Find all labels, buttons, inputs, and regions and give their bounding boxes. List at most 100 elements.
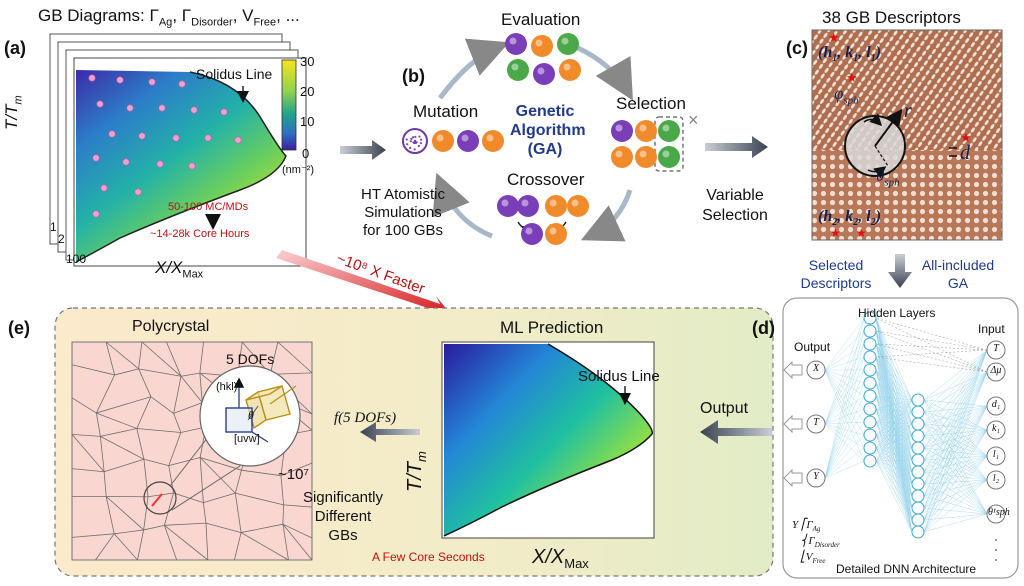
ga-ball bbox=[507, 59, 529, 81]
arrow-b-to-c bbox=[705, 136, 768, 158]
r-label: r bbox=[904, 100, 912, 122]
count-label: ~10⁷ bbox=[278, 466, 309, 483]
sample-dot bbox=[122, 158, 130, 166]
panel-a-title: GB Diagrams: ΓAg, ΓDisorder, VFree, ... bbox=[38, 6, 300, 29]
hidden-node bbox=[911, 453, 925, 467]
panel-b-cycle bbox=[432, 38, 684, 242]
sample-dot bbox=[234, 136, 242, 144]
input-node bbox=[986, 362, 1006, 382]
arrow-ml-to-e bbox=[360, 422, 420, 442]
colorbar-tick-20: 20 bbox=[300, 84, 315, 99]
hidden-node bbox=[911, 405, 925, 419]
input-node-label: d₁ bbox=[991, 399, 1001, 410]
mutation-label: Mutation bbox=[413, 102, 479, 121]
ml-prediction-plot bbox=[441, 341, 655, 539]
output-node bbox=[806, 468, 826, 488]
hkl2-label: (h2, k2, l2) bbox=[818, 208, 882, 229]
hidden-node bbox=[863, 454, 877, 468]
dof-cube bbox=[225, 377, 297, 443]
input-node bbox=[986, 504, 1006, 524]
output-node-label: X bbox=[812, 363, 820, 374]
hidden-node bbox=[863, 415, 877, 429]
hidden-node bbox=[863, 363, 877, 377]
sample-dot bbox=[158, 104, 166, 112]
few-core-seconds-label: A Few Core Seconds bbox=[372, 550, 485, 564]
sample-dot bbox=[88, 74, 96, 82]
sample-dot bbox=[96, 100, 104, 108]
sample-dot bbox=[148, 78, 156, 86]
y-definition: Y ⎡ΓAg ⎨ΓDisorder ⎣VFree bbox=[792, 519, 840, 566]
hidden-node bbox=[911, 513, 925, 527]
ga-ball bbox=[505, 33, 527, 55]
phase-diagram-region bbox=[76, 70, 286, 262]
solidus-line-label: Solidus Line bbox=[196, 66, 273, 82]
core-hours-label: ~14-28k Core Hours bbox=[150, 228, 250, 240]
d-label: d bbox=[960, 142, 970, 164]
sample-dot bbox=[116, 76, 124, 84]
ml-xlabel: X/XMax bbox=[532, 546, 589, 571]
ga-ball bbox=[658, 146, 680, 168]
dnn-footer-label: Detailed DNN Architecture bbox=[836, 562, 977, 576]
hidden-node bbox=[911, 393, 925, 407]
five-dofs-label: 5 DOFs bbox=[226, 351, 275, 367]
ga-ball bbox=[611, 120, 633, 142]
ml-solidus-label: Solidus Line bbox=[578, 368, 660, 385]
star-icon-5: ★ bbox=[856, 226, 867, 240]
stack-label-2: 2 bbox=[58, 232, 65, 246]
sample-dot bbox=[220, 108, 228, 116]
theta-sph-label: θsph bbox=[876, 166, 900, 189]
hidden-node bbox=[911, 501, 925, 515]
selection-label: Selection bbox=[616, 94, 686, 113]
colorbar-tick-0: 0 bbox=[302, 146, 310, 161]
input-layer-label: Input bbox=[978, 322, 1005, 336]
output-layer-label: Output bbox=[794, 340, 831, 354]
hidden-node bbox=[911, 417, 925, 431]
panel-c-label: (c) bbox=[786, 38, 808, 58]
f-dofs-label: f(5 DOFs) bbox=[334, 410, 397, 426]
sample-dot bbox=[134, 188, 142, 196]
hidden-node bbox=[863, 376, 877, 390]
ga-ball bbox=[482, 130, 504, 152]
ga-ball bbox=[611, 146, 633, 168]
star-icon-2: ★ bbox=[846, 70, 858, 85]
sim-count-label: 50-100 MC/MDs bbox=[168, 201, 249, 213]
star-icon-1: ★ bbox=[828, 30, 840, 45]
panel-a-stack bbox=[49, 33, 307, 267]
sample-dot bbox=[172, 134, 180, 142]
output-arrow-label: Output bbox=[700, 400, 749, 417]
hidden-node bbox=[863, 428, 877, 442]
input-node bbox=[986, 446, 1006, 466]
hidden-node bbox=[911, 477, 925, 491]
input-node bbox=[986, 396, 1006, 416]
ga-ball bbox=[545, 195, 567, 217]
colorbar-tick-30: 30 bbox=[300, 54, 315, 69]
output-node bbox=[806, 360, 826, 380]
uvw-label: [uvw] bbox=[234, 433, 260, 445]
sample-dot bbox=[126, 104, 134, 112]
ga-ball bbox=[497, 195, 519, 217]
input-node-label: θ¹sph bbox=[988, 507, 1010, 518]
hidden-node bbox=[863, 350, 877, 364]
input-node-label: Δμ bbox=[990, 365, 1002, 376]
sample-dot bbox=[108, 130, 116, 138]
arrow-a-to-b bbox=[340, 140, 386, 160]
dnn-network bbox=[783, 311, 1006, 561]
ga-ball bbox=[559, 59, 581, 81]
ga-ball bbox=[658, 120, 680, 142]
output-node bbox=[806, 414, 826, 434]
stack-label-100: 100 bbox=[66, 252, 87, 266]
sample-dot bbox=[92, 154, 100, 162]
ga-ball bbox=[635, 146, 657, 168]
panel-a-label: (a) bbox=[4, 38, 26, 58]
ga-ball bbox=[517, 195, 539, 217]
panel-b-label: (b) bbox=[402, 66, 425, 86]
ga-ball bbox=[557, 33, 579, 55]
evaluation-label: Evaluation bbox=[501, 10, 581, 29]
ga-ball bbox=[521, 223, 543, 245]
hidden-node bbox=[911, 525, 925, 539]
star-icon-4: ★ bbox=[830, 226, 841, 240]
hidden-node bbox=[911, 429, 925, 443]
